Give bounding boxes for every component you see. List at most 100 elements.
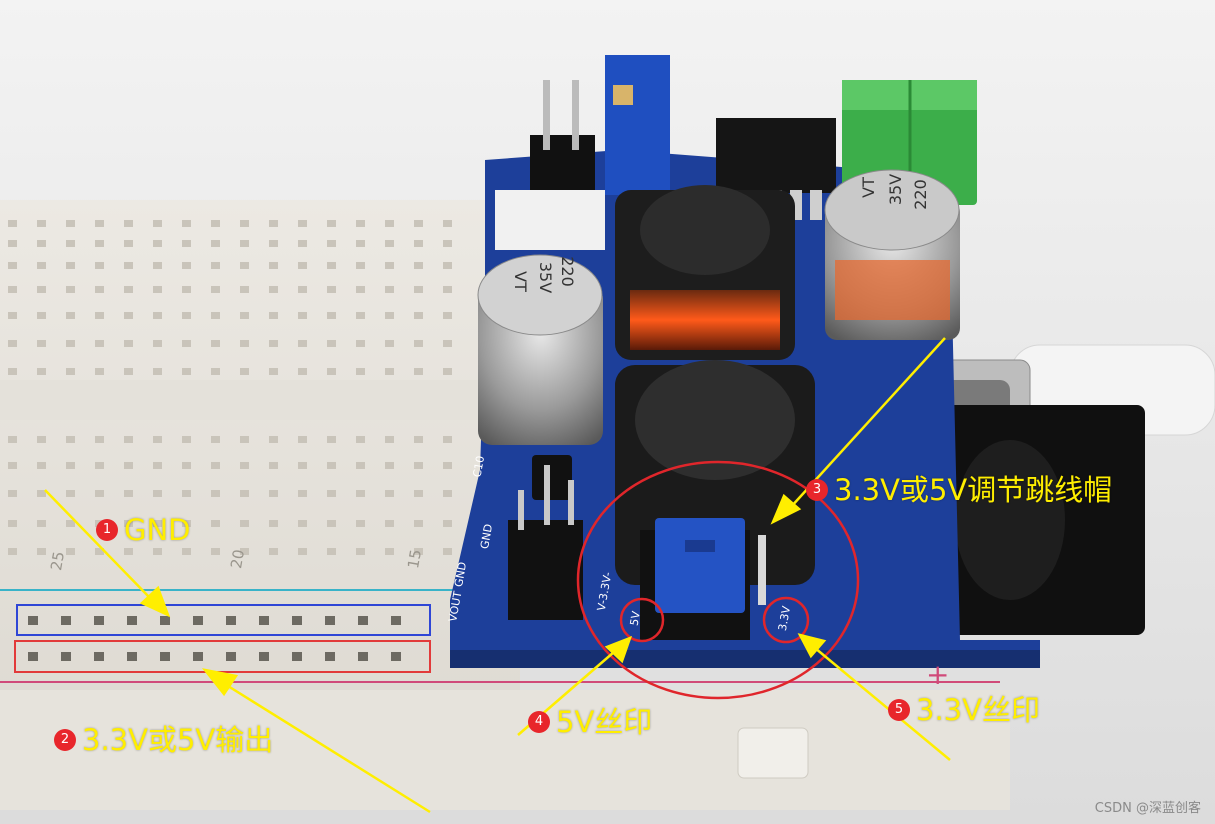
breadboard-hole bbox=[37, 340, 46, 347]
breadboard-hole bbox=[8, 462, 17, 469]
breadboard-hole bbox=[414, 220, 423, 227]
breadboard-hole bbox=[414, 240, 423, 247]
breadboard-hole bbox=[240, 368, 249, 375]
breadboard-hole bbox=[414, 462, 423, 469]
col-15: 15 bbox=[404, 548, 426, 570]
breadboard-hole bbox=[153, 490, 162, 497]
breadboard-hole bbox=[182, 286, 191, 293]
breadboard-hole bbox=[182, 490, 191, 497]
breadboard-hole bbox=[8, 490, 17, 497]
breadboard-hole bbox=[211, 262, 220, 269]
annotation-4-text: 5V丝印 bbox=[556, 705, 653, 739]
breadboard-hole bbox=[124, 436, 133, 443]
cap-right-value: 220 bbox=[910, 179, 930, 210]
breadboard-hole bbox=[66, 340, 75, 347]
breadboard-hole bbox=[95, 286, 104, 293]
annotation-2-output: 2 3.3V或5V输出 bbox=[54, 724, 273, 756]
breadboard-hole bbox=[66, 286, 75, 293]
breadboard-hole bbox=[124, 312, 133, 319]
badge-2: 2 bbox=[54, 729, 76, 751]
breadboard-hole bbox=[298, 220, 307, 227]
breadboard-hole bbox=[414, 340, 423, 347]
rail-hole bbox=[193, 652, 203, 661]
cap-right-mark: VT bbox=[858, 177, 878, 198]
breadboard-hole bbox=[66, 490, 75, 497]
breadboard-hole bbox=[385, 368, 394, 375]
potentiometer bbox=[605, 55, 670, 195]
jumper-cap bbox=[655, 518, 745, 613]
breadboard-hole bbox=[327, 312, 336, 319]
breadboard-hole bbox=[327, 368, 336, 375]
breadboard-hole bbox=[298, 520, 307, 527]
breadboard-hole bbox=[356, 286, 365, 293]
breadboard-hole bbox=[124, 286, 133, 293]
breadboard-hole bbox=[124, 220, 133, 227]
breadboard-hole bbox=[356, 548, 365, 555]
cap-left-mark: VT bbox=[510, 271, 530, 292]
breadboard-hole bbox=[385, 286, 394, 293]
annotation-4-5v: 4 5V丝印 bbox=[528, 706, 652, 738]
breadboard-hole bbox=[443, 548, 452, 555]
breadboard-hole bbox=[153, 312, 162, 319]
breadboard-hole bbox=[182, 436, 191, 443]
breadboard-hole bbox=[443, 340, 452, 347]
rail-hole bbox=[193, 616, 203, 625]
breadboard-hole bbox=[124, 368, 133, 375]
breadboard-hole bbox=[269, 262, 278, 269]
breadboard-hole bbox=[443, 240, 452, 247]
breadboard-clip bbox=[737, 727, 809, 779]
breadboard-hole bbox=[66, 220, 75, 227]
breadboard-hole bbox=[240, 520, 249, 527]
breadboard-hole bbox=[443, 368, 452, 375]
power-rail-holes bbox=[28, 616, 401, 661]
breadboard-hole bbox=[298, 262, 307, 269]
breadboard-hole bbox=[327, 436, 336, 443]
breadboard-hole bbox=[8, 436, 17, 443]
breadboard-hole bbox=[240, 312, 249, 319]
breadboard-hole bbox=[95, 220, 104, 227]
transistor bbox=[532, 455, 572, 500]
rail-hole bbox=[226, 652, 236, 661]
breadboard-hole bbox=[66, 240, 75, 247]
breadboard-hole bbox=[327, 286, 336, 293]
breadboard-hole bbox=[385, 436, 394, 443]
breadboard-hole bbox=[211, 436, 220, 443]
breadboard-hole bbox=[385, 462, 394, 469]
breadboard-hole bbox=[95, 240, 104, 247]
breadboard-holes bbox=[8, 220, 452, 555]
breadboard-hole bbox=[182, 368, 191, 375]
breadboard-hole bbox=[298, 286, 307, 293]
breadboard-hole bbox=[327, 220, 336, 227]
breadboard-hole bbox=[153, 436, 162, 443]
breadboard-hole bbox=[269, 436, 278, 443]
breadboard-hole bbox=[211, 548, 220, 555]
breadboard-hole bbox=[443, 520, 452, 527]
breadboard-hole bbox=[8, 520, 17, 527]
breadboard-hole bbox=[240, 262, 249, 269]
rail-hole bbox=[292, 616, 302, 625]
breadboard-hole bbox=[443, 490, 452, 497]
breadboard-hole bbox=[153, 340, 162, 347]
jumper-highlight-ellipse bbox=[576, 460, 860, 700]
breadboard-hole bbox=[269, 340, 278, 347]
breadboard-hole bbox=[385, 312, 394, 319]
breadboard-hole bbox=[414, 490, 423, 497]
annotation-1-text: GND bbox=[124, 513, 191, 547]
breadboard-hole bbox=[66, 368, 75, 375]
breadboard-hole bbox=[8, 240, 17, 247]
breadboard-hole bbox=[37, 240, 46, 247]
breadboard-hole bbox=[443, 286, 452, 293]
breadboard-hole bbox=[298, 490, 307, 497]
breadboard-hole bbox=[356, 262, 365, 269]
output-rail-box bbox=[14, 640, 431, 673]
breadboard-hole bbox=[327, 490, 336, 497]
breadboard-hole bbox=[443, 462, 452, 469]
breadboard-hole bbox=[37, 286, 46, 293]
breadboard-hole bbox=[66, 312, 75, 319]
breadboard-hole bbox=[8, 262, 17, 269]
breadboard-hole bbox=[443, 220, 452, 227]
breadboard-hole bbox=[240, 220, 249, 227]
breadboard-hole bbox=[211, 312, 220, 319]
silk-5v: 5V bbox=[627, 610, 643, 627]
